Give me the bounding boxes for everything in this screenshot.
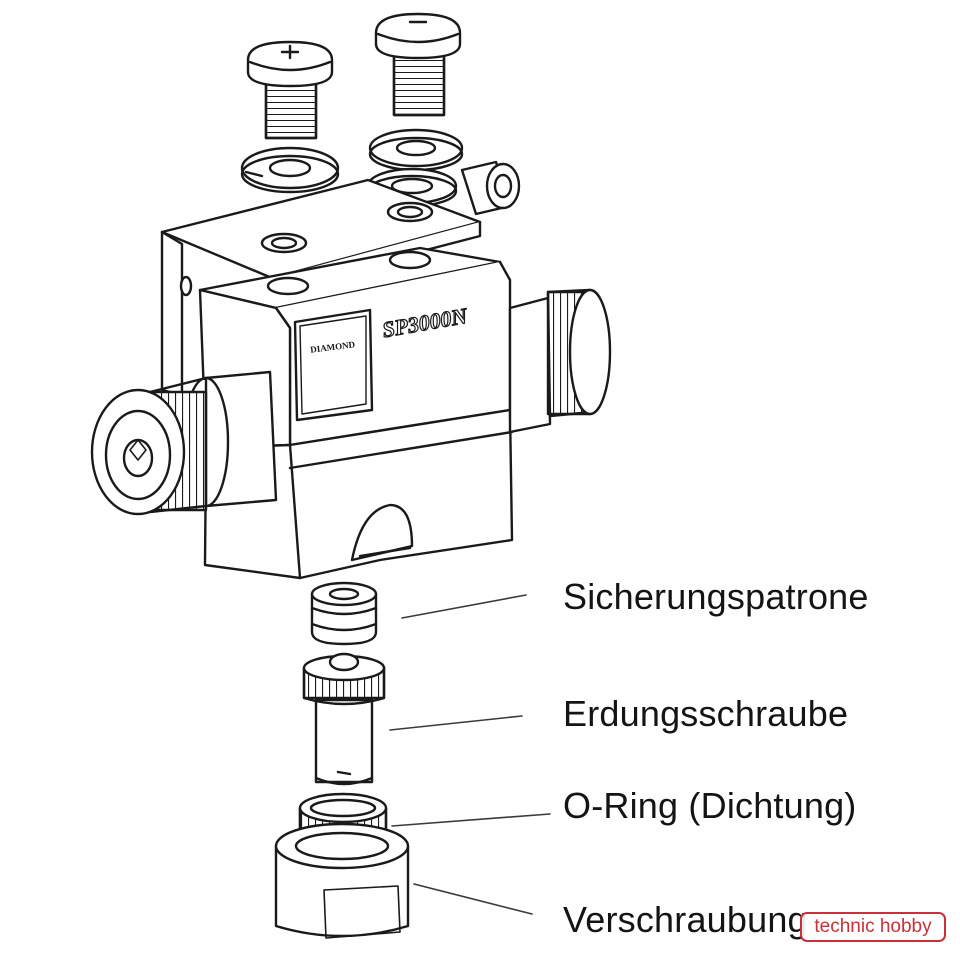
watermark-logo: technic hobby bbox=[800, 912, 946, 942]
leader-o-ring bbox=[391, 813, 551, 827]
leader-nut bbox=[413, 883, 533, 915]
screw-right bbox=[374, 12, 462, 117]
lock-washer-left bbox=[240, 146, 340, 194]
label-grounding-screw: Erdungsschraube bbox=[563, 693, 849, 734]
coupling-nut bbox=[274, 822, 410, 939]
leader-fuse bbox=[401, 594, 527, 619]
leader-lines bbox=[389, 594, 551, 915]
label-fuse-cartridge: Sicherungspatrone bbox=[563, 576, 869, 617]
leader-ground-screw bbox=[389, 715, 523, 731]
grounding-screw bbox=[302, 652, 386, 786]
right-connector bbox=[508, 288, 612, 434]
lock-washer-right bbox=[368, 128, 464, 172]
left-connector bbox=[90, 370, 278, 516]
screw-left bbox=[246, 40, 334, 140]
fuse-cartridge bbox=[310, 581, 378, 646]
ground-nut bbox=[460, 160, 521, 216]
label-o-ring: O-Ring (Dichtung) bbox=[563, 785, 857, 826]
label-coupling-nut: Verschraubung bbox=[563, 899, 808, 940]
